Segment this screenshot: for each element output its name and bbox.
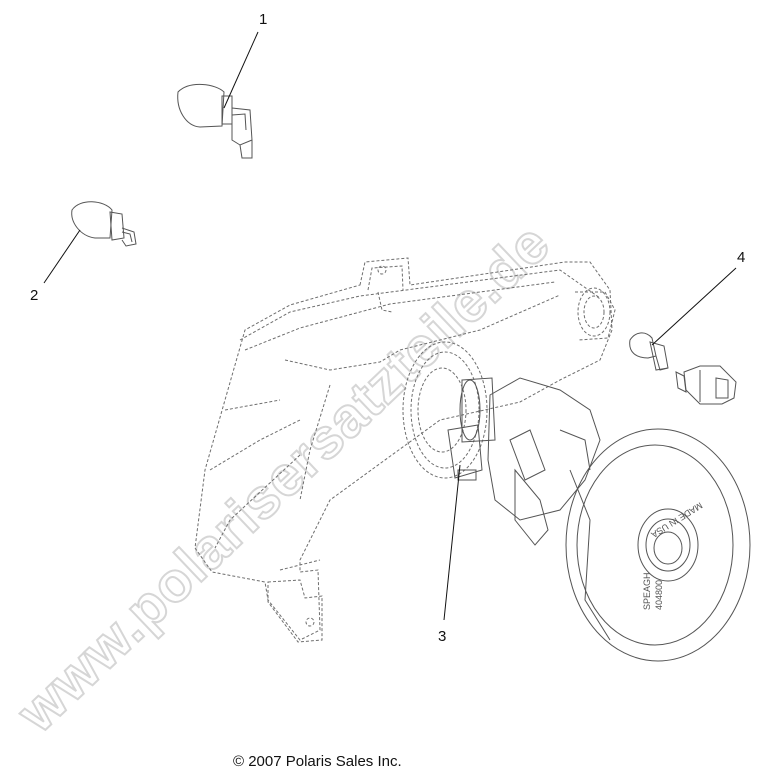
bulb-part-2	[71, 201, 137, 247]
bulb-part-4	[629, 332, 737, 405]
callout-number-3: 3	[438, 628, 446, 645]
bulb-part-1	[177, 84, 253, 159]
leader-line-3	[443, 464, 461, 621]
housing-text: MADE IN USA	[649, 500, 704, 539]
headlight-bulb	[447, 377, 601, 546]
headlight-housing	[194, 257, 616, 643]
watermark: www.polarisersatzteile.de	[3, 210, 562, 745]
housing-text-brand: SPEAGH	[642, 572, 652, 610]
leader-line-4	[651, 267, 737, 346]
callout-number-2: 2	[30, 287, 38, 304]
leader-line-1	[223, 31, 259, 109]
watermark-text: www.polarisersatzteile.de	[4, 211, 561, 744]
callout-number-4: 4	[737, 249, 745, 266]
housing-text-made-in: MADE IN USA	[649, 500, 704, 539]
callout-number-1: 1	[259, 11, 267, 28]
housing-text-partno: 404800	[654, 580, 664, 610]
callout-leaders	[43, 31, 737, 621]
leader-line-2	[43, 229, 81, 284]
copyright-notice: © 2007 Polaris Sales Inc.	[233, 753, 402, 770]
housing-text-vertical: SPEAGH 404800	[642, 572, 664, 610]
bulb-connector-housing: MADE IN USA SPEAGH 404800	[565, 428, 751, 662]
